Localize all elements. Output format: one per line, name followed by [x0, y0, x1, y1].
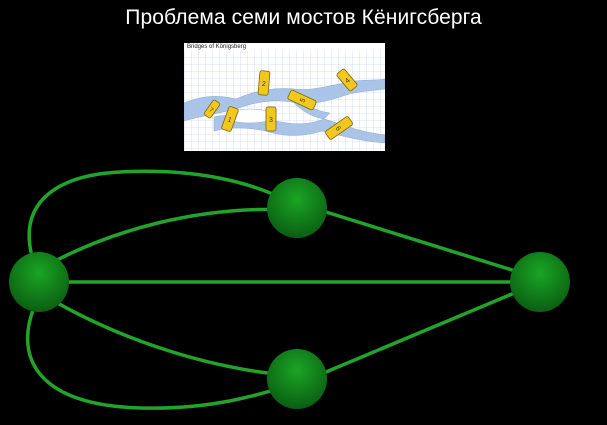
- graph-edge: [324, 210, 514, 272]
- bridge-number: 5: [299, 97, 307, 104]
- graph-node-lomse-island: [267, 349, 327, 409]
- graph-node-south-bank: [9, 252, 69, 312]
- graph-edge: [324, 292, 514, 374]
- bridge-6: 6: [325, 116, 353, 140]
- graph-node-kneiphof-island: [510, 252, 570, 312]
- bridge-1: 1: [221, 106, 239, 132]
- graph-edge: [40, 207, 296, 270]
- graph-nodes: [9, 178, 570, 409]
- graph-edge: [27, 169, 298, 254]
- bridge-number: 3: [269, 117, 273, 124]
- bridge-number: 6: [334, 125, 342, 132]
- bridge-number: 7: [208, 107, 215, 114]
- graph-node-north-bank: [267, 178, 327, 238]
- map-caption: Bridges of Königsberg: [187, 44, 247, 50]
- map-illustration: 2 4 5 1 3 6 7: [184, 43, 385, 151]
- graph-edge: [40, 292, 296, 378]
- graph-edge: [25, 308, 298, 410]
- konigsberg-map: 2 4 5 1 3 6 7: [184, 43, 385, 151]
- graph-edges: [25, 169, 514, 410]
- bridge-2: 2: [257, 70, 271, 96]
- slide-title: Проблема семи мостов Кёнигсберга: [125, 6, 482, 29]
- bridge-7: 7: [203, 99, 221, 119]
- bridge-number: 2: [262, 81, 267, 88]
- bridge-number: 1: [226, 116, 232, 124]
- bridge-5: 5: [287, 89, 317, 111]
- bridges: 2 4 5 1 3 6 7: [203, 68, 358, 140]
- bridge-4: 4: [336, 68, 358, 92]
- bridge-number: 4: [344, 77, 352, 85]
- bridge-3: 3: [265, 106, 277, 132]
